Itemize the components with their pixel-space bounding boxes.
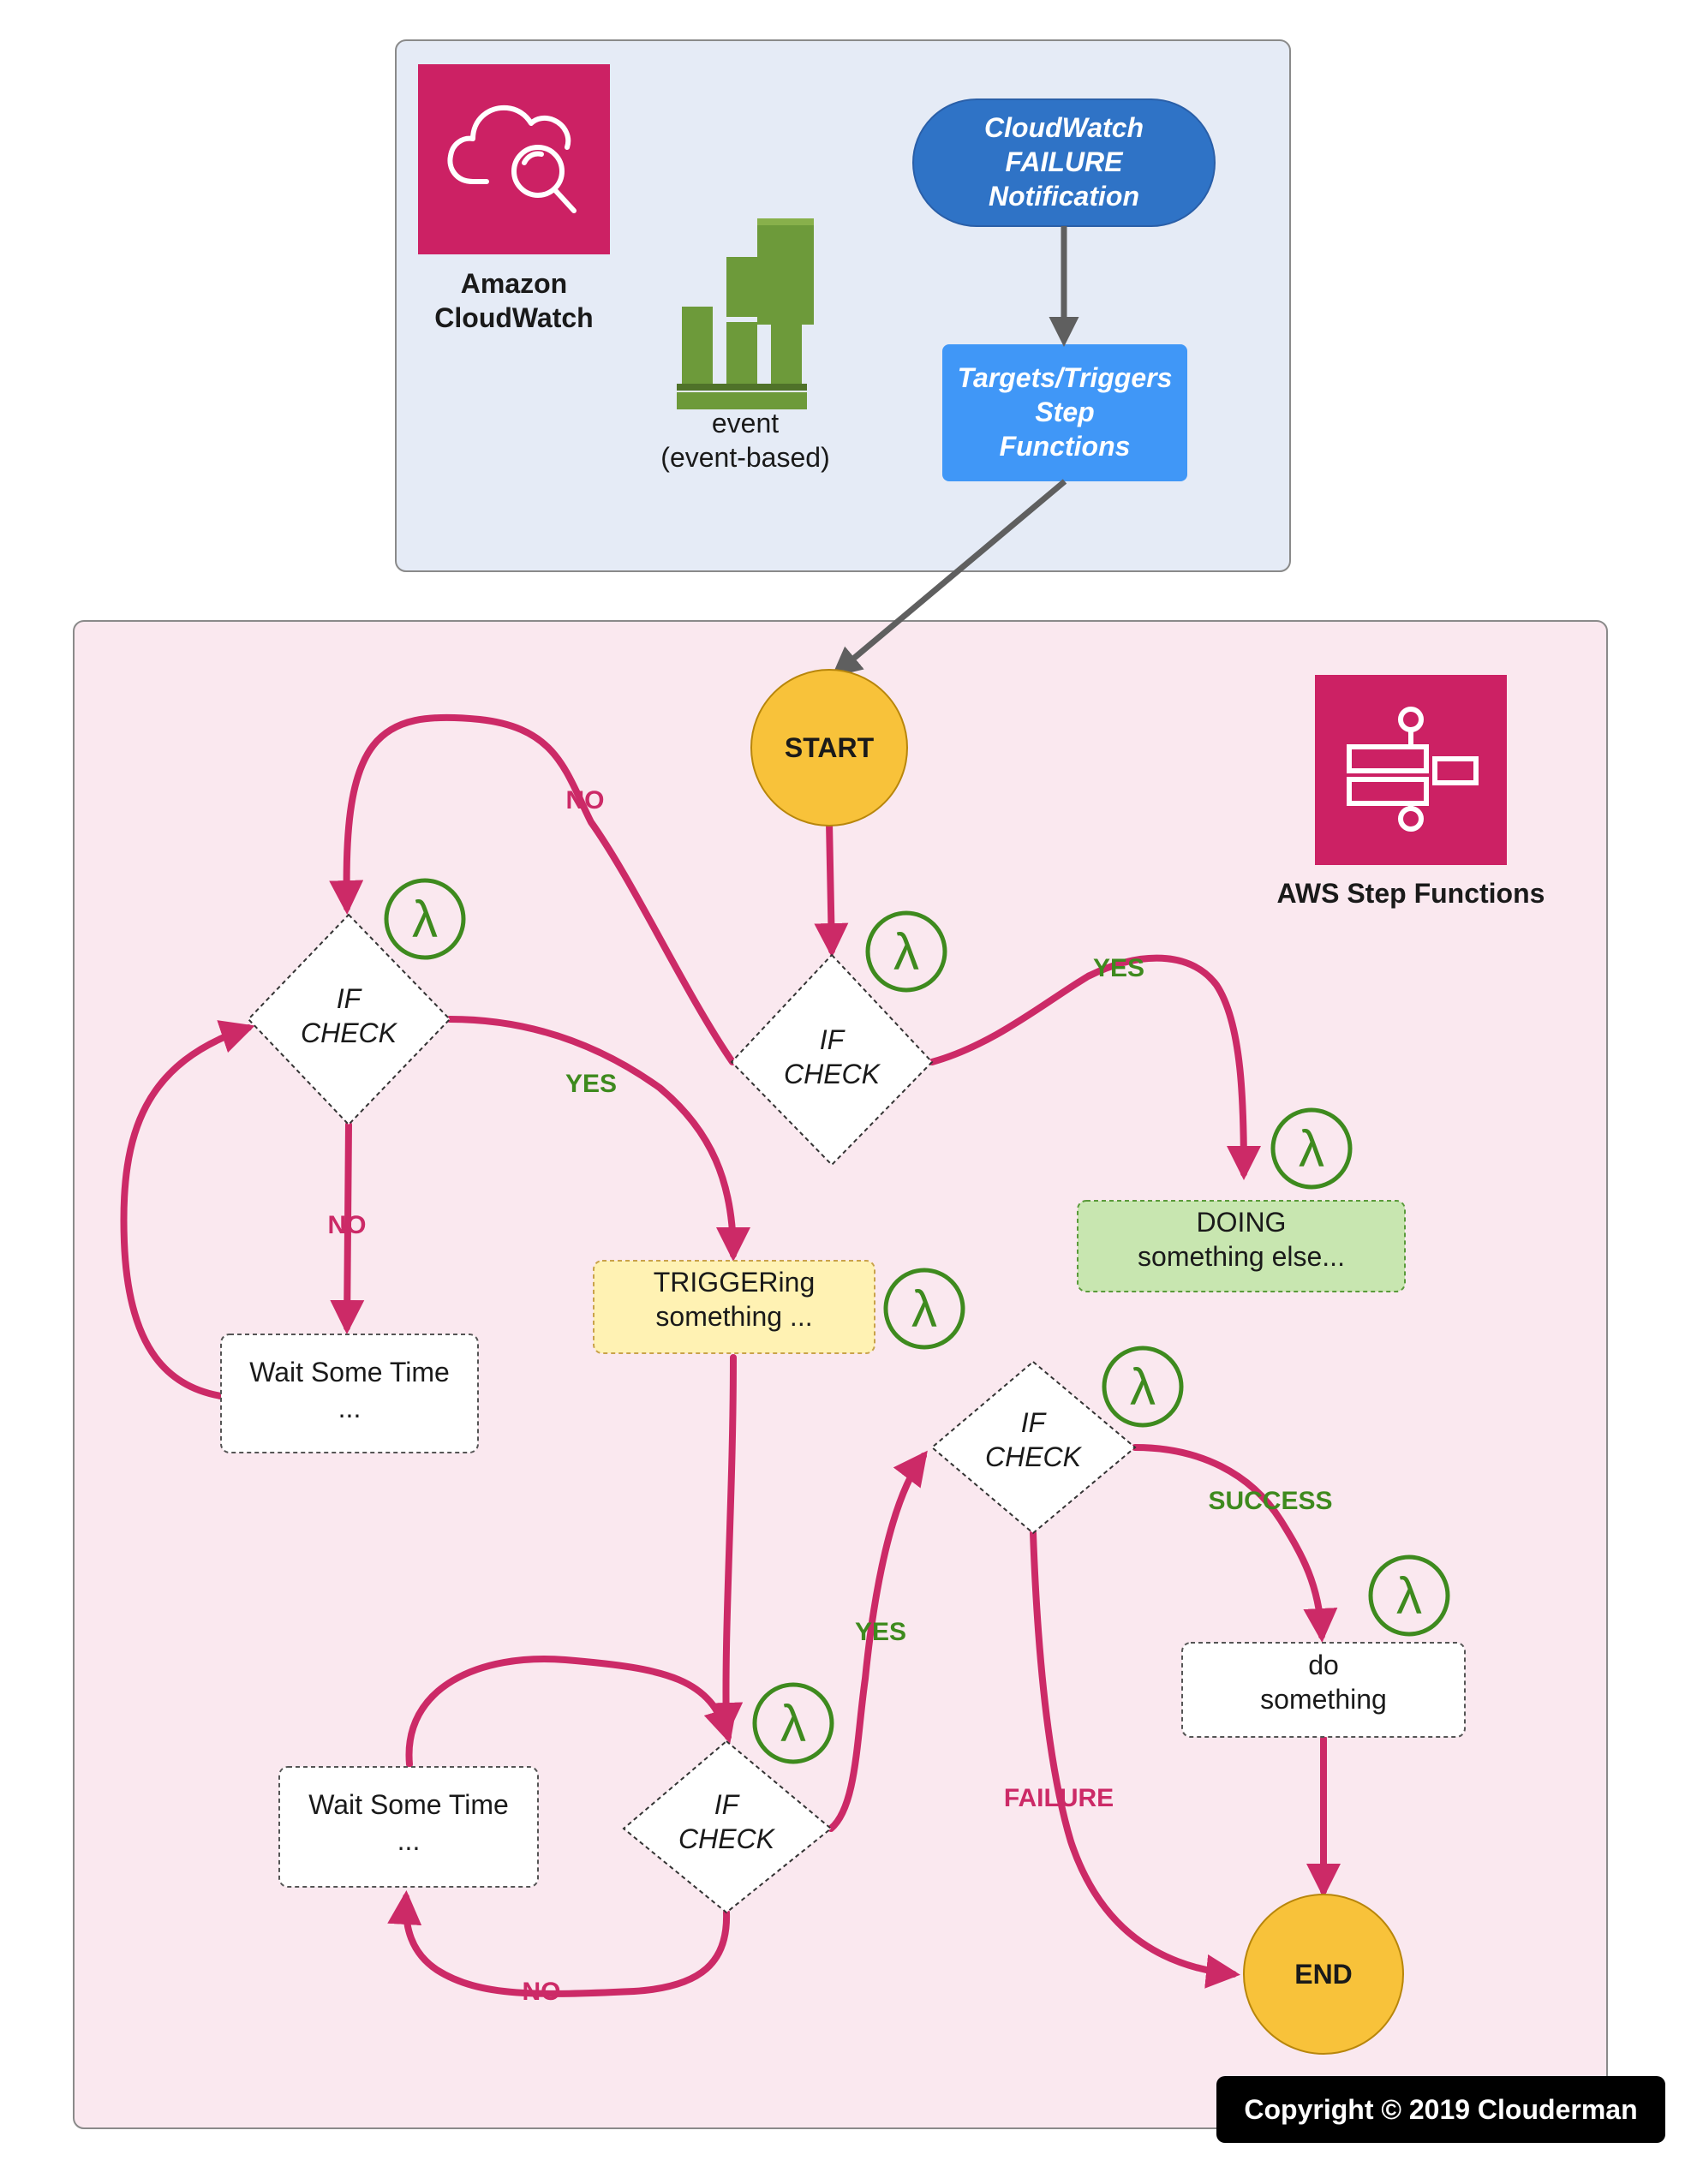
cloudwatch-icon xyxy=(418,64,610,254)
if-check-3-line1: IF xyxy=(714,1789,741,1820)
edge-check3-yes-to-check4 xyxy=(828,1450,928,1832)
notification-line1: CloudWatch xyxy=(984,112,1144,143)
doing-line1: DOING xyxy=(1197,1207,1287,1238)
copyright-badge xyxy=(1216,2076,1665,2143)
step-functions-service-label: AWS Step Functions xyxy=(1277,878,1545,909)
do-line1: do xyxy=(1308,1650,1339,1680)
cloudwatch-service-label-line1: Amazon xyxy=(461,268,567,299)
lambda-icon: λ xyxy=(1270,1107,1353,1190)
lambda-icon: λ xyxy=(1368,1554,1450,1637)
edge-label-no-2: NO xyxy=(328,1211,367,1239)
event-label-line2: (event-based) xyxy=(660,442,829,473)
if-check-1-line1: IF xyxy=(820,1024,846,1055)
svg-text:λ: λ xyxy=(1299,1120,1324,1178)
edge-check1-yes-to-doing xyxy=(929,954,1261,1180)
edge-label-yes-3: YES xyxy=(855,1618,906,1646)
svg-text:λ: λ xyxy=(780,1695,806,1752)
end-node xyxy=(1243,1894,1404,2055)
edge-check4-success-to-do xyxy=(1132,1444,1338,1643)
if-check-4-line1: IF xyxy=(1021,1407,1048,1438)
if-check-node-2 xyxy=(247,913,451,1126)
lambda-icon: λ xyxy=(865,910,947,993)
edge-check2-no-to-wait1 xyxy=(330,1121,365,1334)
start-node xyxy=(750,669,908,826)
edge-label-no-3: NO xyxy=(523,1978,561,2006)
edge-wait1-to-check2 xyxy=(120,1020,255,1399)
triggering-something-node xyxy=(593,1260,875,1354)
notification-line3: Notification xyxy=(989,181,1139,212)
edge-check2-yes-to-triggering xyxy=(446,1016,750,1262)
edge-check3-no-to-wait2 xyxy=(387,1890,731,1997)
notification-line2: FAILURE xyxy=(1006,146,1125,177)
if-check-node-4 xyxy=(930,1360,1137,1535)
wait-2-line2: ... xyxy=(397,1825,421,1856)
edge-check4-failure-to-end xyxy=(1030,1530,1240,1989)
svg-text:λ: λ xyxy=(911,1280,937,1338)
copyright-text: Copyright © 2019 Clouderman xyxy=(1244,2094,1637,2125)
edge-label-no-1: NO xyxy=(566,786,605,815)
event-label-line1: event xyxy=(712,408,779,439)
start-label: START xyxy=(785,732,875,763)
edge-label-failure: FAILURE xyxy=(1004,1784,1114,1812)
svg-text:λ: λ xyxy=(893,923,919,981)
edge-label-yes-1: YES xyxy=(1093,954,1144,982)
wait-node-2 xyxy=(278,1766,539,1888)
event-icon xyxy=(677,218,814,409)
edge-label-success: SUCCESS xyxy=(1208,1487,1332,1515)
lambda-icon: λ xyxy=(1102,1346,1184,1428)
targets-triggers-node xyxy=(942,344,1187,481)
if-check-node-1 xyxy=(730,953,934,1167)
targets-line1: Targets/Triggers xyxy=(958,362,1173,393)
end-label: END xyxy=(1294,1959,1353,1990)
if-check-2-line2: CHECK xyxy=(301,1017,398,1048)
if-check-1-line2: CHECK xyxy=(784,1059,881,1089)
wait-node-1 xyxy=(220,1334,479,1453)
edge-check1-no-to-check2 xyxy=(329,713,736,1065)
doing-line2: something else... xyxy=(1138,1241,1345,1272)
svg-text:λ: λ xyxy=(412,891,438,948)
edge-triggering-to-check3 xyxy=(708,1354,744,1737)
wait-2-line1: Wait Some Time xyxy=(308,1789,509,1820)
edge-start-to-check1 xyxy=(814,819,849,958)
triggering-line1: TRIGGERing xyxy=(654,1267,815,1298)
do-line2: something xyxy=(1260,1684,1387,1715)
edge-label-yes-2: YES xyxy=(565,1070,617,1098)
lambda-icon: λ xyxy=(752,1682,834,1764)
targets-line2: Step xyxy=(1035,397,1094,427)
if-check-node-3 xyxy=(622,1739,833,1914)
svg-text:λ: λ xyxy=(1396,1567,1422,1625)
wait-1-line2: ... xyxy=(338,1393,361,1423)
targets-line3: Functions xyxy=(1000,431,1131,462)
cloudwatch-service-label-line2: CloudWatch xyxy=(434,302,593,333)
svg-text:λ: λ xyxy=(1130,1358,1156,1416)
edge-wait2-to-check3 xyxy=(405,1656,738,1768)
if-check-2-line1: IF xyxy=(337,983,363,1014)
doing-something-else-node xyxy=(1077,1200,1406,1292)
lambda-icon: λ xyxy=(384,878,466,960)
wait-1-line1: Wait Some Time xyxy=(249,1357,450,1387)
do-something-node xyxy=(1181,1642,1466,1738)
if-check-4-line2: CHECK xyxy=(985,1441,1083,1472)
lambda-icon: λ xyxy=(883,1268,965,1350)
step-functions-icon xyxy=(1315,675,1507,865)
if-check-3-line2: CHECK xyxy=(678,1823,776,1854)
arrow-targets-to-start xyxy=(831,479,1067,677)
triggering-line2: something ... xyxy=(655,1301,812,1332)
